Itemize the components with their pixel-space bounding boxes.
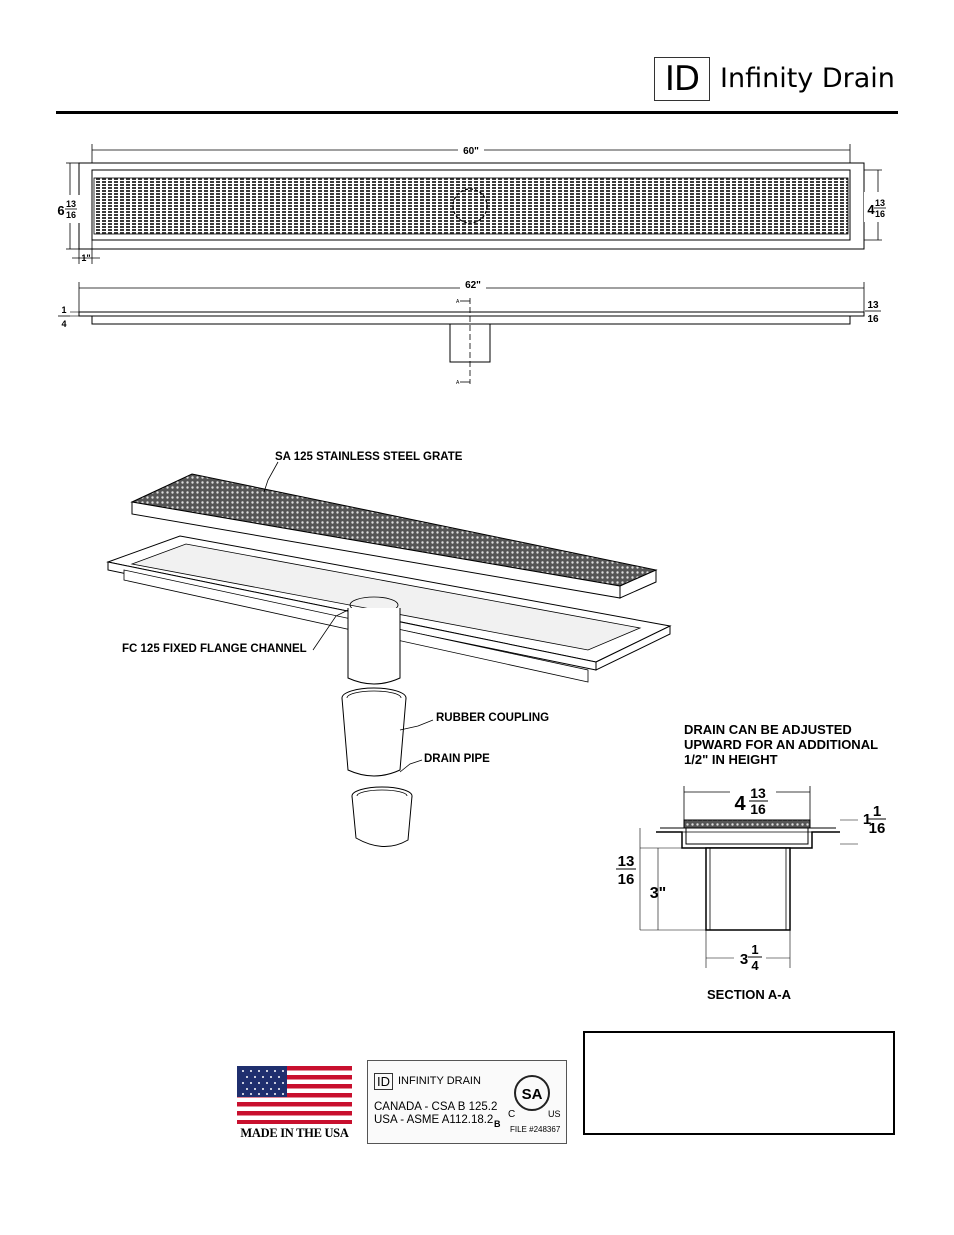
section-pipe-width-whole: 3 xyxy=(740,951,748,968)
us-flag-icon xyxy=(237,1066,352,1124)
section-height-num: 1 xyxy=(873,803,881,820)
csa-file-number: FILE #248367 xyxy=(510,1125,561,1134)
top-flange-dim: 1" xyxy=(81,253,90,263)
notes-box xyxy=(583,1031,895,1135)
section-note-line-3: 1/2" IN HEIGHT xyxy=(684,752,778,767)
section-view-drawing: 4 13 16 1 1 16 13 16 3" 3 1 4 xyxy=(616,776,886,974)
grate-callout: SA 125 STAINLESS STEEL GRATE xyxy=(275,451,463,463)
brand-logo-mark: ID xyxy=(654,57,710,101)
csa-canada-standard: CANADA - CSA B 125.2 xyxy=(374,1101,498,1113)
section-height-whole: 1 xyxy=(863,811,871,828)
top-left-dim-whole: 6 xyxy=(57,203,64,218)
top-right-dim-den: 16 xyxy=(875,209,885,219)
coupling-callout: RUBBER COUPLING xyxy=(436,712,550,724)
section-height-den: 16 xyxy=(869,820,886,837)
section-width-whole: 4 xyxy=(734,793,746,815)
top-right-dim-whole: 4 xyxy=(867,202,875,217)
section-pipe-width-den: 4 xyxy=(751,958,759,973)
section-note: DRAIN CAN BE ADJUSTED UPWARD FOR AN ADDI… xyxy=(684,722,878,767)
section-width-den: 16 xyxy=(750,801,766,817)
side-left-dim-den: 4 xyxy=(61,319,66,329)
csa-usa-standard: USA - ASME A112.18.2 xyxy=(374,1114,494,1126)
section-marker-bottom: A xyxy=(456,380,460,386)
section-note-line-2: UPWARD FOR AN ADDITIONAL xyxy=(684,737,879,752)
csa-id-mark: ID xyxy=(374,1073,393,1090)
csa-certification-badge: ID INFINITY DRAIN CANADA - CSA B 125.2 U… xyxy=(367,1060,567,1144)
csa-b-mark: B xyxy=(494,1119,501,1129)
section-width-num: 13 xyxy=(750,785,766,801)
csa-c-mark: C xyxy=(508,1109,516,1120)
brand-name: Infinity Drain xyxy=(720,63,895,94)
header-rule xyxy=(56,111,898,114)
made-in-usa-caption: MADE IN THE USA xyxy=(240,1126,349,1140)
section-marker-top: A xyxy=(456,299,460,305)
top-left-dim-num: 13 xyxy=(66,199,76,209)
top-left-dim-den: 16 xyxy=(66,210,76,220)
csa-brand: INFINITY DRAIN xyxy=(398,1075,481,1087)
section-left-den: 16 xyxy=(618,871,635,888)
side-right-dim-den: 16 xyxy=(867,314,879,325)
side-view-drawing: 62" A A 1 4 13 16 xyxy=(58,277,881,386)
section-pipe-height: 3" xyxy=(650,885,666,902)
side-length-dim: 62" xyxy=(465,280,481,291)
section-title: SECTION A-A xyxy=(707,987,792,1002)
side-right-dim-num: 13 xyxy=(867,300,879,311)
top-length-dim: 60" xyxy=(463,146,479,157)
side-left-dim-num: 1 xyxy=(61,305,66,315)
section-note-line-1: DRAIN CAN BE ADJUSTED xyxy=(684,722,852,737)
csa-seal-icon: SA xyxy=(514,1075,550,1111)
top-right-dim-num: 13 xyxy=(875,198,885,208)
section-left-num: 13 xyxy=(618,853,635,870)
csa-us-mark: US xyxy=(548,1109,561,1119)
channel-callout: FC 125 FIXED FLANGE CHANNEL xyxy=(122,643,307,655)
pipe-callout: DRAIN PIPE xyxy=(424,753,490,765)
exploded-view-drawing xyxy=(106,461,672,847)
top-view-drawing: 60" 6 13 16 4 13 16 1" xyxy=(56,142,892,264)
section-pipe-width-num: 1 xyxy=(751,942,758,957)
